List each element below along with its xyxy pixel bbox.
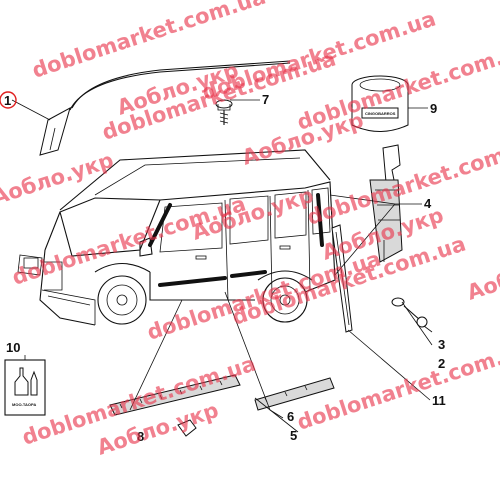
callout-10: 10 <box>6 340 20 355</box>
callout-6: 6 <box>287 409 294 424</box>
callout-1: 1 <box>4 93 11 108</box>
side-moulding-rear <box>230 270 267 278</box>
callout-8: 8 <box>137 429 144 444</box>
callout-3: 3 <box>438 337 445 352</box>
van-illustration <box>17 149 336 326</box>
watermarks: doblomarket.com.ua Аобло.укр doblomarket… <box>0 0 500 460</box>
part-roof-trim <box>39 60 291 156</box>
callout-2: 2 <box>438 356 445 371</box>
part-window-channel <box>331 224 353 333</box>
van-front <box>39 211 96 326</box>
jar-label: CINGOBARROS <box>365 111 396 116</box>
door-seal-front <box>148 203 172 247</box>
part-adhesive-bottle: MOO-TAOPA <box>4 359 46 416</box>
bottle-label: MOO-TAOPA <box>12 402 36 407</box>
callout-4: 4 <box>424 196 432 211</box>
van-roof <box>59 149 331 211</box>
part-moulding-strips <box>109 374 335 437</box>
watermark: Аобло.укр <box>464 243 500 305</box>
part-sealant-jar: CINGOBARROS <box>351 75 409 132</box>
van-side <box>149 181 336 301</box>
van-windshield <box>59 197 161 257</box>
part-washer-screw <box>391 297 428 328</box>
front-wheel <box>97 275 147 325</box>
callout-5: 5 <box>290 428 297 443</box>
watermark: Аобло.укр <box>0 148 116 210</box>
part-screw <box>215 99 233 125</box>
pillar-seal-rear <box>316 193 324 247</box>
callout-9: 9 <box>430 101 437 116</box>
watermark: doblomarket.com.ua <box>9 192 249 290</box>
rear-wheel <box>262 277 308 323</box>
callout-ring-1 <box>0 91 17 109</box>
callouts: 1 2 3 4 5 6 7 8 9 10 11 <box>0 91 446 444</box>
callout-7: 7 <box>262 92 269 107</box>
part-pillar-bracket <box>369 144 403 263</box>
leader-lines <box>11 99 433 433</box>
callout-11: 11 <box>432 393 446 408</box>
side-moulding-front <box>158 276 227 287</box>
